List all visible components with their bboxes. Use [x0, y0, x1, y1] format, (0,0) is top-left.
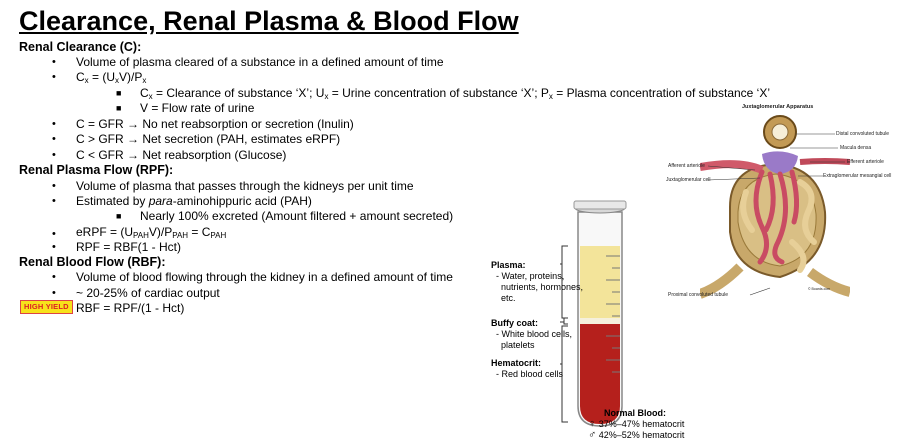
normal-blood-label: Normal Blood: — [604, 408, 666, 418]
label-efferent-arteriole: Efferent arteriole — [847, 159, 884, 165]
rbc-layer — [580, 324, 620, 424]
mesangial — [762, 151, 798, 174]
rpf-formula: RPF = RBF(1 - Hct) — [76, 240, 182, 254]
plasma-label: Plasma: — [491, 260, 526, 270]
bullet-icon: • — [52, 228, 56, 240]
square-bullet-icon: ■ — [116, 211, 122, 221]
bullet-icon: • — [52, 149, 56, 161]
buffy-desc-2: platelets — [501, 340, 535, 350]
bullet-icon: • — [52, 133, 56, 145]
page-title: Clearance, Renal Plasma & Blood Flow — [19, 6, 519, 36]
female-hematocrit: ♀ 37%–47% hematocrit — [588, 418, 685, 430]
label-mesangial-cell: Extraglomerular mesangial cell — [823, 173, 892, 179]
clearance-greater-gfr: C > GFR → Net secretion (PAH, estimates … — [76, 132, 341, 146]
buffy-desc-1: - White blood cells, — [496, 329, 573, 339]
buffy-coat-layer — [580, 318, 620, 324]
rpf-definition: Volume of plasma that passes through the… — [76, 179, 414, 193]
efferent-arteriole — [799, 158, 850, 165]
bullet-icon: • — [52, 287, 56, 299]
square-bullet-icon: ■ — [116, 103, 122, 113]
bullet-icon: • — [52, 195, 56, 207]
label-macula-densa: Macula densa — [840, 145, 872, 151]
label-jg-cell: Juxtaglomerular cell — [666, 177, 711, 183]
plasma-desc-3: etc. — [501, 293, 516, 303]
rbf-heading: Renal Blood Flow (RBF): — [19, 255, 166, 269]
blood-tube-illustration — [560, 200, 627, 427]
rbf-formula: RBF = RPF/(1 - Hct) — [76, 301, 185, 315]
label-distal-tubule: Distal convoluted tubule — [836, 131, 890, 137]
rpf-heading: Renal Plasma Flow (RPF): — [19, 163, 174, 177]
proximal-tubule — [700, 263, 744, 299]
label-proximal-tubule: Proximal convoluted tubule — [668, 292, 729, 298]
male-icon: ♂ — [588, 429, 597, 441]
bullet-icon: • — [52, 241, 56, 253]
clearance-heading: Renal Clearance (C): — [19, 40, 142, 54]
rpf-estimate: Estimated by para-aminohippuric acid (PA… — [76, 194, 312, 208]
bullet-icon: • — [52, 271, 56, 283]
plasma-desc-1: - Water, proteins, — [496, 271, 565, 281]
hematocrit-desc: - Red blood cells — [496, 369, 564, 379]
urine-flow-definition: V = Flow rate of urine — [140, 101, 255, 115]
bullet-icon: • — [52, 180, 56, 192]
jga-illustration — [700, 115, 850, 299]
male-hematocrit: ♂ 42%–52% hematocrit — [588, 429, 685, 441]
bullet-icon: • — [52, 118, 56, 130]
buffy-coat-label: Buffy coat: — [491, 318, 538, 328]
clearance-definition: Volume of plasma cleared of a substance … — [76, 55, 444, 69]
label-afferent-arteriole: Afferent arteriole — [668, 163, 705, 169]
erpf-formula: eRPF = (UPAHV)/PPAH = CPAH — [76, 225, 227, 240]
female-icon: ♀ — [588, 418, 597, 430]
afferent-arteriole — [700, 160, 764, 174]
plasma-layer — [580, 246, 620, 318]
high-yield-badge: HIGH YIELD — [20, 300, 73, 314]
tube-cap — [573, 200, 627, 210]
bullet-icon: • — [52, 71, 56, 83]
clearance-equals-gfr: C = GFR → No net reabsorption or secreti… — [76, 117, 354, 131]
rbf-definition: Volume of blood flowing through the kidn… — [76, 270, 453, 284]
rbf-cardiac-output: ~ 20-25% of cardiac output — [76, 286, 220, 300]
hematocrit-label: Hematocrit: — [491, 358, 542, 368]
clearance-formula: Cx = (UxV)/Px — [76, 70, 147, 85]
square-bullet-icon: ■ — [116, 88, 122, 98]
pah-excretion: Nearly 100% excreted (Amount filtered + … — [140, 209, 454, 223]
plasma-desc-2: nutrients, hormones, — [501, 282, 584, 292]
clearance-less-gfr: C < GFR → Net reabsorption (Glucose) — [76, 148, 287, 162]
clearance-variables: Cx = Clearance of substance ‘X’; Ux = Ur… — [140, 86, 771, 101]
image-credit: © Boards.com — [808, 287, 831, 291]
jga-title: Juxtaglomerular Apparatus — [742, 104, 814, 110]
bullet-icon: • — [52, 56, 56, 68]
